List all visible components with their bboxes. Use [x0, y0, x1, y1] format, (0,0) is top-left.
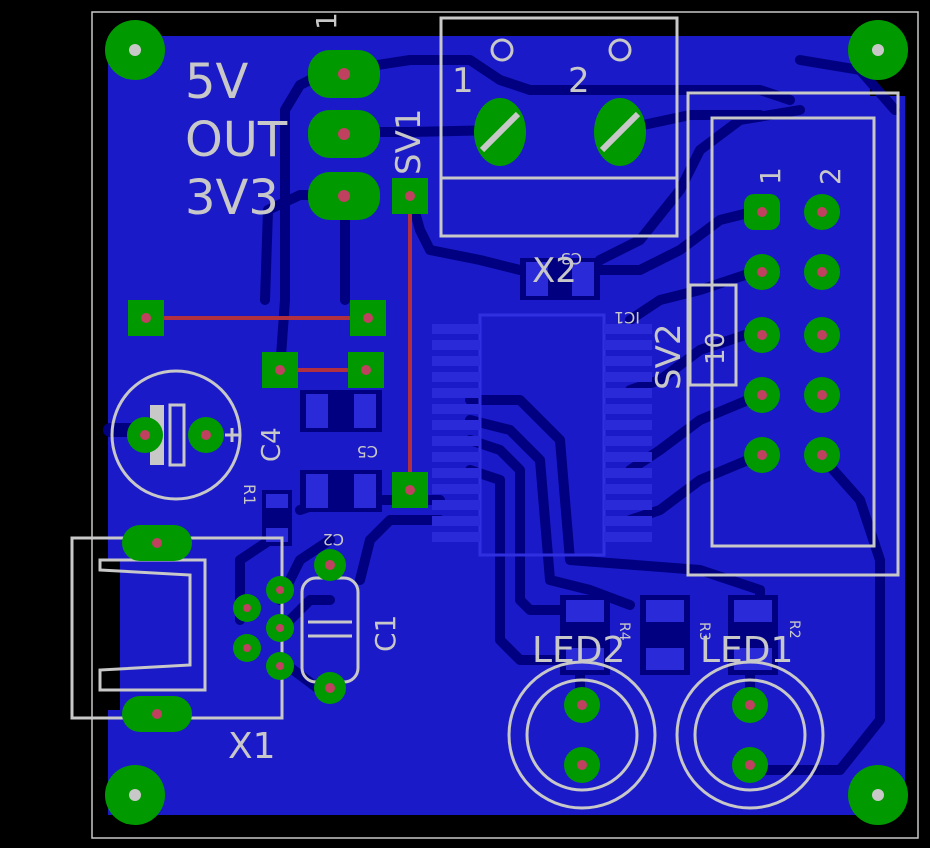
label-r1: R1 [240, 484, 259, 505]
ic1-pins [432, 324, 652, 542]
x2-pads [474, 98, 646, 166]
led-footprints [507, 660, 825, 810]
label-out: OUT [185, 112, 288, 168]
label-sv2: SV2 [649, 324, 689, 390]
label-r4: R4 [616, 622, 632, 641]
label-c1: C1 [369, 615, 402, 652]
label-r3: R3 [696, 622, 712, 641]
label-r2: R2 [786, 620, 802, 639]
label-c2: C2 [323, 530, 344, 549]
label-sv2-pin2: 2 [814, 167, 847, 185]
sv1-pads [308, 50, 428, 220]
label-3v3: 3V3 [185, 170, 279, 226]
label-x1: X1 [228, 726, 276, 767]
x2-terminal [439, 16, 679, 238]
label-jumper-pin1: 1 [310, 12, 343, 30]
usb-pads [122, 525, 294, 732]
silk-labels: 5V OUT 3V3 1 SV1 1 2 X2 C3 IC1 SV2 1 2 1… [185, 12, 847, 767]
sv2-pads [744, 194, 840, 473]
label-c3: C3 [561, 249, 582, 268]
label-x2: X2 [532, 251, 577, 291]
square-pads [127, 300, 428, 704]
label-sv1: SV1 [389, 109, 429, 175]
sv2-header [686, 91, 900, 577]
label-x2-pin2: 2 [568, 61, 590, 101]
ic1-body [478, 313, 606, 557]
label-led1: LED1 [700, 630, 793, 671]
label-ic1: IC1 [614, 308, 640, 327]
label-sv2-pin10: 10 [701, 332, 731, 365]
label-x2-pin1: 1 [452, 61, 474, 101]
board-outline [91, 11, 919, 839]
label-c5: C5 [357, 442, 378, 461]
label-c4: C4 [257, 427, 287, 462]
label-led2: LED2 [532, 630, 625, 671]
traces [103, 55, 900, 775]
mount-holes [105, 20, 908, 825]
label-5v: 5V [185, 54, 249, 110]
label-sv2-pin1: 1 [754, 167, 787, 185]
led-pads [564, 687, 768, 783]
